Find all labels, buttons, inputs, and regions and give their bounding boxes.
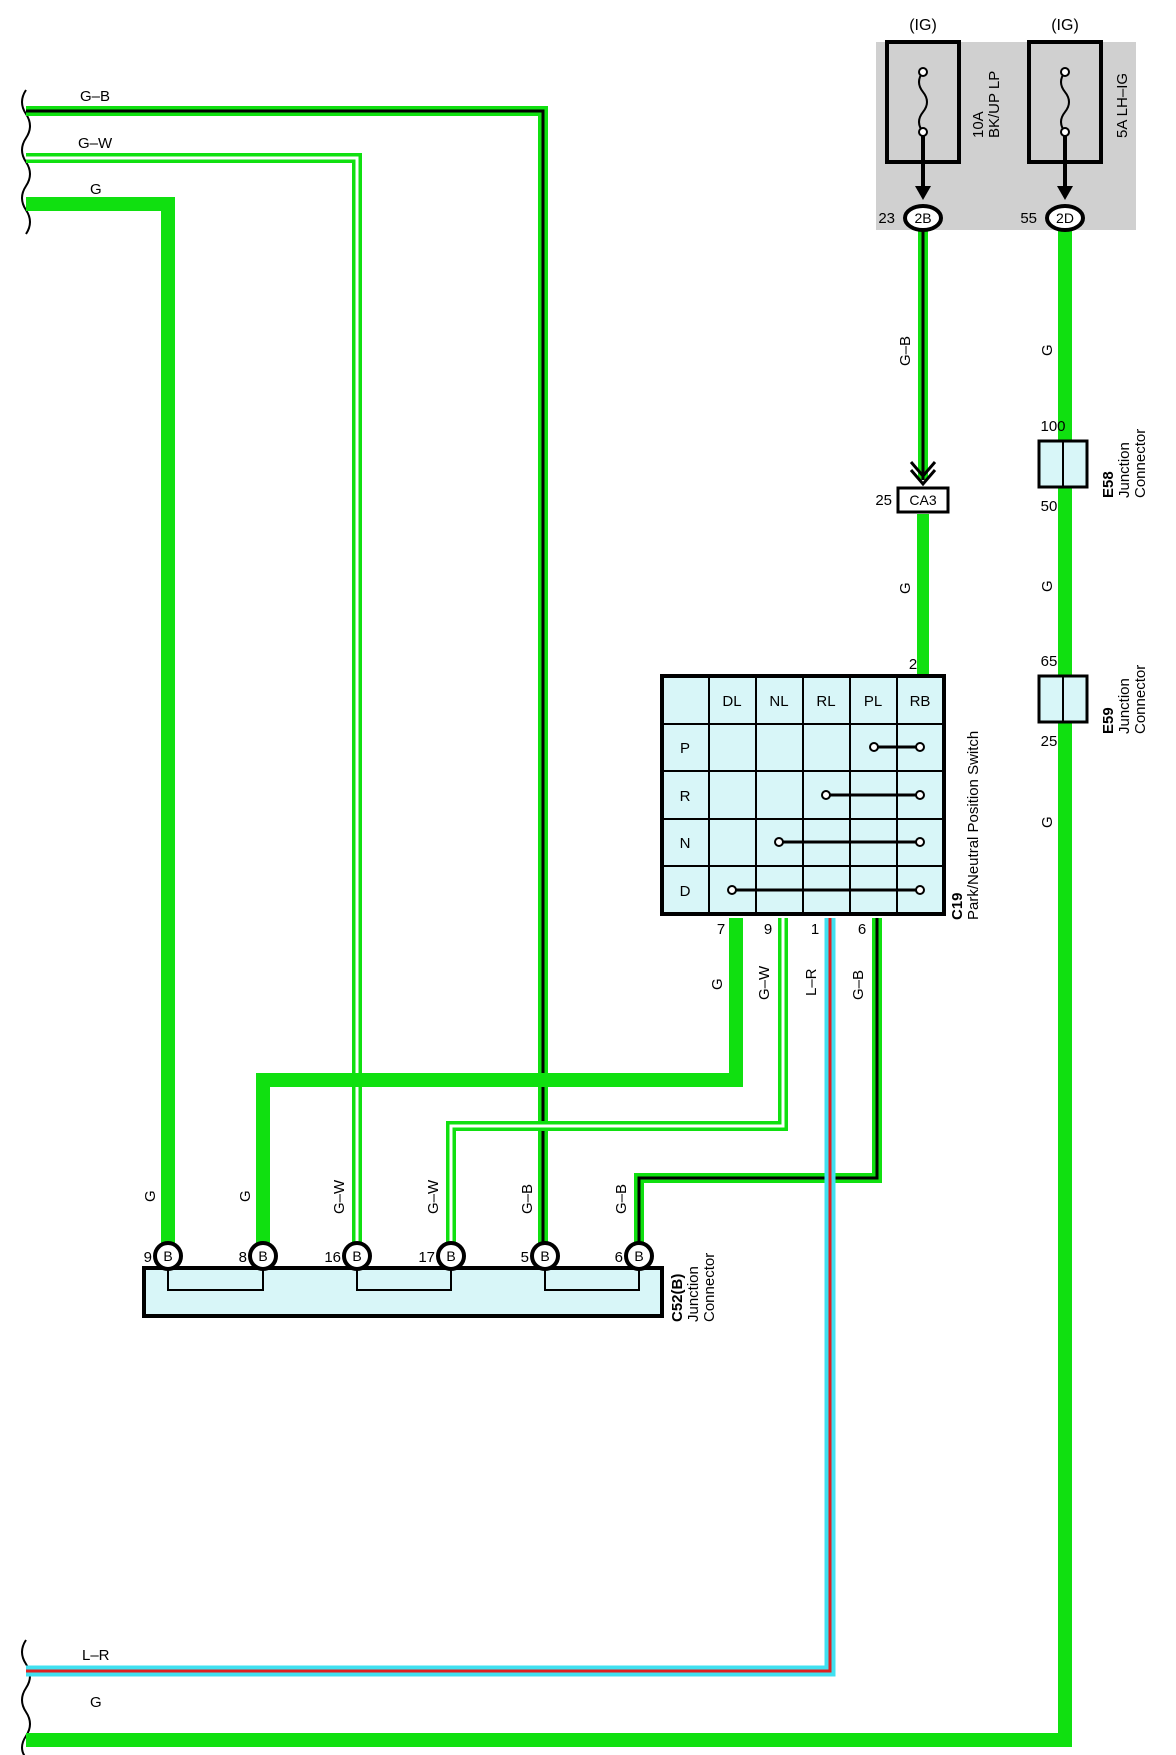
label-g-right-3: G (1039, 816, 1056, 828)
c52-pin-16-terminal (342, 1241, 372, 1271)
e59-pin-bottom: 25 (1041, 733, 1058, 750)
fuse1-pin: 23 (878, 210, 895, 227)
fuse1-conn: 2B (914, 210, 931, 226)
label-jc-gb2: G–B (613, 1184, 630, 1214)
switch-id: C19 (949, 892, 966, 920)
fuse2-pin: 55 (1020, 210, 1037, 227)
switch-name: Park/Neutral Position Switch (965, 731, 982, 920)
switch-row-n: N (680, 835, 691, 852)
c52-pin-5-terminal (530, 1241, 560, 1271)
e59-pin-top: 65 (1041, 653, 1058, 670)
label-sw-g: G (709, 978, 726, 990)
fuse1-ig-label: (IG) (909, 17, 937, 34)
ca3-pin: 25 (875, 492, 892, 509)
label-jc-g2: G (237, 1190, 254, 1202)
fuse2-ig-label: (IG) (1051, 17, 1079, 34)
switch-column-headers: DL NL RL PL RB (722, 693, 930, 710)
e58-pin-top: 100 (1040, 418, 1065, 435)
fuse-symbol (918, 71, 928, 133)
left-break-marks (21, 89, 31, 1755)
wire-top-g (26, 197, 175, 1256)
c52-pin-17-terminal (436, 1241, 466, 1271)
label-bottom-g: G (90, 1694, 102, 1711)
label-g-ca3: G (897, 582, 914, 594)
c52-pin-16: 16 (324, 1249, 341, 1266)
c52-id: C52(B) (669, 1274, 686, 1322)
fuse2-conn: 2D (1056, 210, 1074, 226)
label-bottom-lr: L–R (82, 1647, 110, 1664)
junction-e59 (1037, 674, 1089, 724)
park-neutral-switch (660, 674, 946, 916)
switch-col-rb: RB (910, 693, 931, 710)
c52-pin-8-terminal (248, 1241, 278, 1271)
switch-row-p: P (680, 740, 690, 757)
wires (26, 106, 1072, 1747)
fuse1-name-label: BK/UP LP (986, 71, 1003, 138)
c52-letter-2: B (258, 1248, 267, 1264)
c52-pin-6-terminal (624, 1241, 654, 1271)
wire-right-g (26, 230, 1072, 1747)
switch-top-pin: 2 (909, 656, 917, 673)
switch-row-r: R (680, 788, 691, 805)
switch-col-nl: NL (769, 693, 788, 710)
switch-col-pl: PL (864, 693, 882, 710)
label-jc-gw1: G–W (331, 1179, 348, 1214)
label-top-gb: G–B (80, 88, 110, 105)
switch-pin-6: 6 (858, 921, 866, 938)
c52-pin-6: 6 (615, 1249, 623, 1266)
label-sw-gb: G–B (850, 970, 867, 1000)
label-sw-gw: G–W (756, 965, 773, 1000)
fuse-bkup-lp (885, 40, 961, 200)
label-sw-lr: L–R (803, 968, 820, 996)
e58-line2: Connector (1132, 429, 1149, 498)
label-jc-g1: G (142, 1190, 159, 1202)
fuse-connector-2d (1045, 204, 1085, 232)
c52-line2: Connector (701, 1253, 718, 1322)
fuse-connector-2b (903, 204, 943, 232)
switch-pin-1: 1 (811, 921, 819, 938)
c52-pin-8: 8 (239, 1249, 247, 1266)
switch-pin-7: 7 (717, 921, 725, 938)
label-top-g: G (90, 181, 102, 198)
switch-col-dl: DL (722, 693, 741, 710)
c52-pin-5: 5 (521, 1249, 529, 1266)
c52-letter-6: B (634, 1248, 643, 1264)
c52-letter-3: B (352, 1248, 361, 1264)
wire-sw-g (256, 918, 743, 1256)
label-gb-upper: G–B (897, 336, 914, 366)
e58-pin-bottom: 50 (1041, 498, 1058, 515)
label-top-gw: G–W (78, 135, 113, 152)
e59-line2: Connector (1132, 665, 1149, 734)
fuse2-amp-label: 5A LH–IG (1114, 73, 1131, 138)
e58-line1: Junction (1116, 442, 1133, 498)
switch-row-d: D (680, 883, 691, 900)
label-jc-gw2: G–W (425, 1179, 442, 1214)
label-g-right-2: G (1039, 580, 1056, 592)
c52-pin-9-terminal (153, 1241, 183, 1271)
c52-pin-17: 17 (418, 1249, 435, 1266)
e58-id: E58 (1100, 471, 1117, 498)
e59-line1: Junction (1116, 678, 1133, 734)
switch-row-headers: P R N D (680, 740, 691, 900)
wire-top-gw (26, 153, 362, 1256)
junction-c52 (142, 1241, 664, 1318)
fuse-block-shade (876, 42, 1136, 230)
fuse-lh-ig (1027, 40, 1103, 200)
label-jc-gb1: G–B (519, 1184, 536, 1214)
c52-line1: Junction (685, 1266, 702, 1322)
label-g-right-1: G (1039, 344, 1056, 356)
c52-letter-4: B (446, 1248, 455, 1264)
fuse-symbol (1060, 71, 1070, 133)
fuse1-amp-label: 10A (970, 111, 987, 138)
e59-id: E59 (1100, 707, 1117, 734)
c52-letter-1: B (163, 1248, 172, 1264)
c52-letter-5: B (540, 1248, 549, 1264)
switch-pin-9: 9 (764, 921, 772, 938)
ca3-name: CA3 (909, 492, 936, 508)
c52-pin-9: 9 (144, 1249, 152, 1266)
junction-e58 (1037, 439, 1089, 489)
switch-col-rl: RL (816, 693, 835, 710)
connector-ca3 (896, 461, 950, 514)
